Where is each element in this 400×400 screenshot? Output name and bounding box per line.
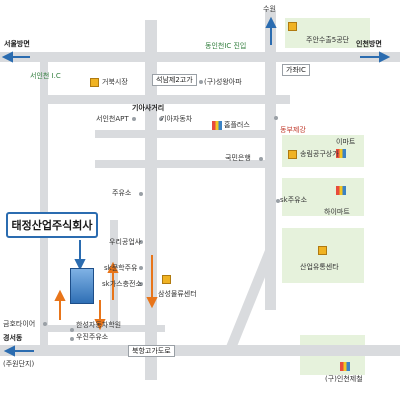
label-gia-motors: 기아자동차 bbox=[160, 115, 193, 123]
dot-dongbu-steel bbox=[274, 116, 278, 120]
arrow-company-pointer bbox=[74, 240, 86, 271]
road-gia bbox=[40, 95, 290, 104]
area-ssangyong bbox=[282, 228, 364, 283]
arrow-hq-left bbox=[54, 289, 66, 320]
label-songrim-mall: 송림공구상가 bbox=[300, 150, 339, 158]
label-sk-gas-station: sk가스충전소 bbox=[102, 280, 142, 288]
label-jueun: 주안수출5공단 bbox=[306, 36, 350, 44]
label-suwon: 수원 bbox=[263, 5, 276, 13]
dot-seongwang bbox=[199, 80, 203, 84]
label-seongnam-2ga: 석남제2고가 bbox=[152, 74, 197, 86]
label-hansung-school: 한성자동차학원 bbox=[76, 321, 122, 329]
label-incheon-steel: (구)인천제철 bbox=[325, 375, 363, 383]
dot-woojin-gas bbox=[70, 337, 74, 341]
label-seoul: 서울방면 bbox=[4, 40, 30, 48]
company-callout: 태정산업주식회사 bbox=[6, 212, 98, 238]
icon-emart bbox=[336, 149, 346, 158]
arrow-incheon bbox=[360, 51, 391, 63]
arrow-hq-right bbox=[94, 300, 106, 331]
label-sk-gas: sk주유소 bbox=[280, 196, 308, 204]
arrow-hq-lower bbox=[107, 261, 119, 300]
label-seoincheon-apt: 서인천APT bbox=[96, 115, 129, 123]
arrow-gyeongseo bbox=[3, 345, 34, 357]
dot-sk-munhak bbox=[139, 266, 143, 270]
arrow-samsung-down bbox=[146, 255, 158, 309]
label-gajwa-ic: 가좌IC bbox=[282, 64, 310, 76]
road-central-vertical bbox=[145, 20, 157, 380]
road-north-avenue bbox=[0, 52, 400, 62]
dot-hansung-school bbox=[70, 328, 74, 332]
road-homeplus bbox=[95, 130, 270, 138]
icon-songrim-mall bbox=[288, 150, 297, 159]
dot-seoincheon-apt bbox=[132, 117, 136, 121]
dot-gukmin-bank bbox=[259, 157, 263, 161]
label-geumho-tire: 금호타이어 bbox=[3, 320, 36, 328]
icon-geobuk-market bbox=[90, 78, 99, 87]
icon-homeplus bbox=[212, 121, 222, 130]
label-dongbu-steel: 동부제강 bbox=[280, 126, 306, 134]
road-west-vertical bbox=[40, 62, 48, 352]
dot-sk-gas-station bbox=[139, 282, 143, 286]
dot-sk-gas bbox=[276, 199, 280, 203]
label-gukmin-bank: 국민은행 bbox=[225, 154, 251, 162]
label-woori-industrial: 우리공업사 bbox=[109, 238, 142, 246]
dot-gas-station bbox=[139, 192, 143, 196]
label-gia-intersection: 기아사거리 bbox=[132, 104, 165, 112]
dot-gia-motors bbox=[159, 117, 163, 121]
icon-samsung-logistics bbox=[162, 275, 171, 284]
label-incheon: 인천방면 bbox=[356, 40, 382, 48]
label-gyeongseo-sub: (주원단지) bbox=[3, 360, 35, 368]
label-homeplus: 홈플러스 bbox=[224, 121, 250, 129]
area-hi-mart bbox=[282, 178, 364, 216]
arrow-seoul bbox=[1, 51, 30, 63]
area-jueun bbox=[285, 18, 370, 48]
label-seoincheon-ic: 서인천 I.C bbox=[30, 72, 61, 80]
label-seongwang: (구)성왕아파 bbox=[204, 78, 242, 86]
icon-jueun bbox=[288, 22, 297, 31]
road-bukhang bbox=[0, 345, 400, 356]
company-building-icon bbox=[70, 268, 94, 304]
label-bukhang-bridge: 북항고가도로 bbox=[128, 345, 175, 357]
label-sk-munhak: sk문학주유 bbox=[104, 264, 138, 272]
road-east-vertical bbox=[265, 10, 276, 310]
label-hi-mart: 하이마트 bbox=[324, 208, 350, 216]
icon-incheon-steel bbox=[340, 362, 350, 371]
label-ssangyong: 산업유통센타 bbox=[300, 263, 339, 271]
dot-woori-industrial bbox=[139, 240, 143, 244]
label-samsung-logistics: 삼성물류센터 bbox=[158, 290, 197, 298]
label-woojin-gas: 우진주유소 bbox=[76, 333, 109, 341]
label-emart: 이마트 bbox=[336, 138, 356, 146]
dot-geumho-tire bbox=[43, 322, 47, 326]
label-dongincheon-ic: 동인천IC 진입 bbox=[205, 42, 247, 50]
road-gukmin bbox=[95, 160, 265, 168]
arrow-suwon bbox=[265, 16, 277, 45]
road-cheonggi bbox=[40, 325, 165, 332]
label-geobuk-market: 거북시장 bbox=[102, 78, 128, 86]
icon-ssangyong bbox=[318, 246, 327, 255]
label-gas-station: 주유소 bbox=[112, 189, 132, 197]
label-gyeongseo: 경서동 bbox=[3, 334, 23, 342]
icon-hi-mart bbox=[336, 186, 346, 195]
